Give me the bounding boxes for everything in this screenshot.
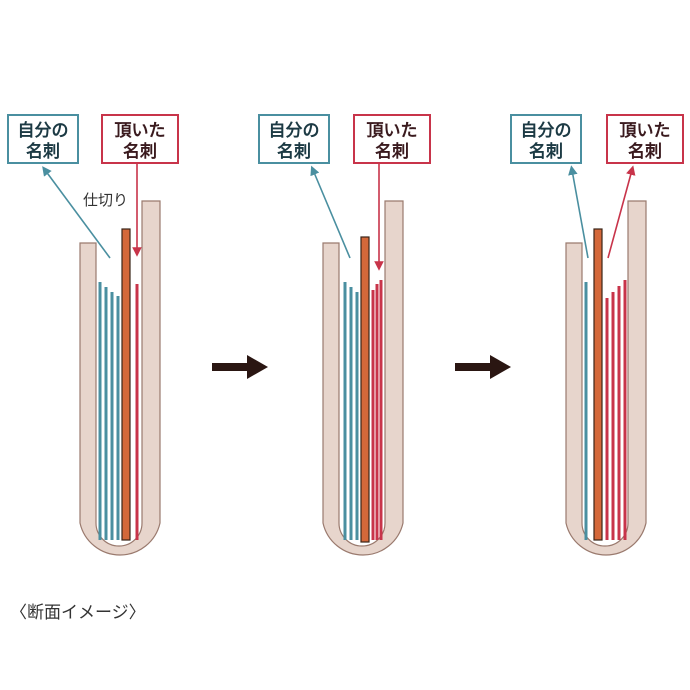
divider-label: 仕切り bbox=[83, 191, 128, 209]
divider bbox=[121, 228, 131, 541]
own-card-label-box bbox=[7, 114, 79, 164]
holder-shell bbox=[322, 200, 404, 556]
own-card-pointer bbox=[310, 165, 351, 259]
own-card-label-box bbox=[258, 114, 330, 164]
received-card-label-line2: 名刺 bbox=[375, 141, 409, 162]
stage-1: 自分の 名刺 頂いた 名刺 仕切り bbox=[7, 114, 179, 556]
holder-shell bbox=[565, 200, 647, 556]
received-card-label-box bbox=[353, 114, 431, 164]
own-card-label-box bbox=[510, 114, 582, 164]
received-card-label-box bbox=[606, 114, 684, 164]
own-card-pointer bbox=[42, 166, 111, 259]
right-arrow-icon bbox=[212, 355, 268, 379]
right-arrow-icon bbox=[455, 355, 511, 379]
own-card-label-line2: 名刺 bbox=[26, 141, 60, 162]
received-card-label-line1: 頂いた bbox=[367, 121, 418, 141]
received-card-label-box bbox=[101, 114, 179, 164]
divider bbox=[593, 228, 603, 541]
divider bbox=[360, 236, 370, 543]
own-card-label-line1: 自分の bbox=[18, 120, 69, 141]
own-card-label-line1: 自分の bbox=[521, 120, 572, 141]
received-card-label-line1: 頂いた bbox=[620, 121, 671, 141]
section-caption: 〈断面イメージ〉 bbox=[10, 603, 146, 623]
received-card-label-line2: 名刺 bbox=[628, 141, 662, 162]
own-card-label-line2: 名刺 bbox=[529, 141, 563, 162]
own-card-label-line1: 自分の bbox=[269, 120, 320, 141]
own-card-label-line2: 名刺 bbox=[277, 141, 311, 162]
holder-shell bbox=[79, 200, 161, 556]
received-card-label-line2: 名刺 bbox=[123, 141, 157, 162]
own-card-pointer bbox=[568, 165, 589, 259]
stage-3: 自分の 名刺 頂いた 名刺 bbox=[510, 114, 684, 556]
received-card-label-line1: 頂いた bbox=[115, 121, 166, 141]
received-card-pointer bbox=[607, 165, 636, 259]
stage-2: 自分の 名刺 頂いた 名刺 bbox=[258, 114, 431, 556]
